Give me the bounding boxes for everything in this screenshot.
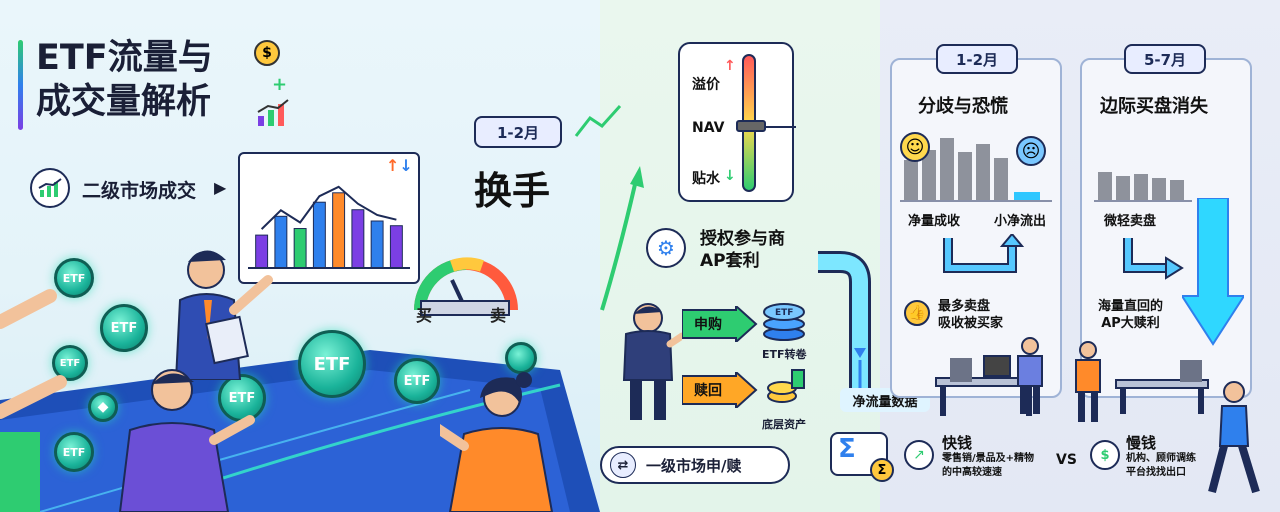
trend-line [260, 185, 397, 230]
etf-coin: ETF [100, 304, 148, 352]
create-label: 申购 [694, 317, 722, 333]
card1-flow-arrow [943, 234, 1025, 273]
exchange-icon: ⇄ [610, 452, 636, 478]
discount-label: 贴水 [692, 171, 720, 187]
etf-coin: ETF [394, 358, 440, 404]
nav-line [766, 126, 796, 128]
page-title: ETF流量与 成交量解析 [36, 36, 213, 124]
office-worker-2 [1075, 341, 1101, 422]
etf-coin: ETF [54, 258, 94, 298]
underlying-assets-icon [767, 369, 805, 403]
happy-face-icon: ☺ [900, 132, 930, 162]
ap-subtitle: AP套利 [700, 251, 760, 271]
walking-person [1208, 381, 1260, 494]
ethereum-coin-icon: ◆ [88, 392, 118, 422]
card1-title: 分歧与恐慌 [918, 96, 1008, 117]
fast-money-desc: 零售销/景品及+精物 的中高较速速 [942, 453, 1035, 478]
trader-woman [440, 372, 554, 512]
sigma-badge-icon: Σ [870, 458, 894, 482]
market-chart-icon [30, 168, 70, 208]
fast-money-title: 快钱 [942, 434, 973, 452]
thumbs-up-icon: 👍 [904, 300, 930, 326]
volume-bar-chart [248, 185, 410, 269]
volume-bar [312, 201, 326, 269]
dollar-coin-icon: $ [254, 40, 280, 66]
turnover-label: 换手 [474, 169, 551, 213]
title-line-2: 成交量解析 [36, 82, 212, 122]
growth-chart-icon [257, 99, 289, 126]
card1-volume-bars [900, 138, 1052, 202]
sell-label: 卖 [490, 306, 507, 325]
office-desk-1 [935, 355, 1037, 416]
slow-money-desc: 机构、顾师调练 平台找找出口 [1126, 453, 1196, 478]
fast-money-chart-icon: ↗ [904, 440, 934, 470]
card2-caption: 海量直回的 AP大赎利 [1098, 299, 1164, 331]
trend-line-icon [574, 104, 622, 137]
office-desk-2 [1115, 360, 1209, 414]
buy-label: 买 [416, 306, 433, 325]
premium-label: 溢价 [692, 77, 720, 93]
nav-slider-handle [736, 120, 766, 132]
svg-text:ETF: ETF [775, 308, 793, 318]
slow-money-cash-icon: $ [1090, 440, 1120, 470]
card2-note-left: 微轻卖盘 [1104, 214, 1157, 229]
etf-coin [505, 342, 537, 374]
volume-bar [293, 228, 307, 269]
card2-volume-bars [1094, 172, 1192, 202]
etf-coin: ETF [298, 330, 366, 398]
nav-label: NAV [692, 120, 725, 136]
ap-trader-person [622, 303, 682, 420]
volume-bar [370, 220, 384, 269]
primary-market-pill: ⇄ 一级市场申/赎 [600, 446, 790, 484]
vs-label: VS [1056, 452, 1077, 468]
etf-coin: ETF [54, 432, 94, 472]
create-arrow [682, 306, 758, 342]
card1-note-left: 净量成收 [908, 214, 961, 229]
volume-bar [332, 192, 346, 269]
office-worker-1 [1017, 337, 1043, 414]
card2-title: 边际买盘消失 [1100, 96, 1208, 117]
ap-title: 授权参与商 [700, 229, 785, 249]
volume-bar [389, 225, 403, 269]
card1-caption: 最多卖盘 吸收被买家 [938, 299, 1004, 331]
worried-face-icon: ☹ [1016, 136, 1046, 166]
down-arrow-icon: ↓ [724, 168, 736, 184]
card2-flow-arrow [1123, 238, 1184, 280]
big-down-arrow [1182, 198, 1244, 346]
volume-chart-board [238, 152, 420, 284]
card1-badge: 1-2月 [936, 44, 1018, 74]
period-badge: 1-2月 [474, 116, 562, 148]
up-down-arrows-icon: ↑↓ [386, 156, 413, 175]
trader-man-with-coin [118, 369, 255, 512]
title-accent [18, 40, 23, 130]
etf-coin: ETF [52, 345, 88, 381]
trader-man-pointing [174, 250, 273, 380]
ap-title-block: 授权参与商 AP套利 [700, 228, 785, 272]
redeem-label: 赎回 [694, 383, 722, 399]
card2-badge: 5-7月 [1124, 44, 1206, 74]
plus-icon: + [272, 74, 288, 95]
gauge-base [420, 300, 510, 316]
etf-roll-label: ETF转卷 [762, 348, 807, 361]
etf-coin-stack-icon: ETF [763, 303, 805, 341]
redeem-arrow [682, 372, 758, 408]
slow-money-title: 慢钱 [1126, 434, 1157, 452]
play-arrow-icon: ▶ [214, 178, 227, 197]
rising-trend-arrow [600, 166, 644, 311]
hands-with-coins [0, 289, 67, 512]
underlying-label: 底层资产 [762, 418, 806, 431]
title-line-1: ETF流量与 [36, 38, 213, 78]
up-arrow-icon: ↑ [724, 58, 736, 74]
card1-note-right: 小净流出 [994, 214, 1047, 229]
volume-bar [351, 209, 365, 269]
secondary-market-label: 二级市场成交 [82, 180, 197, 202]
gear-cycle-icon: ⚙ [646, 228, 686, 268]
premium-nav-meter: 溢价 ↑ NAV 贴水 ↓ [678, 42, 796, 202]
primary-market-label: 一级市场申/赎 [646, 456, 742, 475]
